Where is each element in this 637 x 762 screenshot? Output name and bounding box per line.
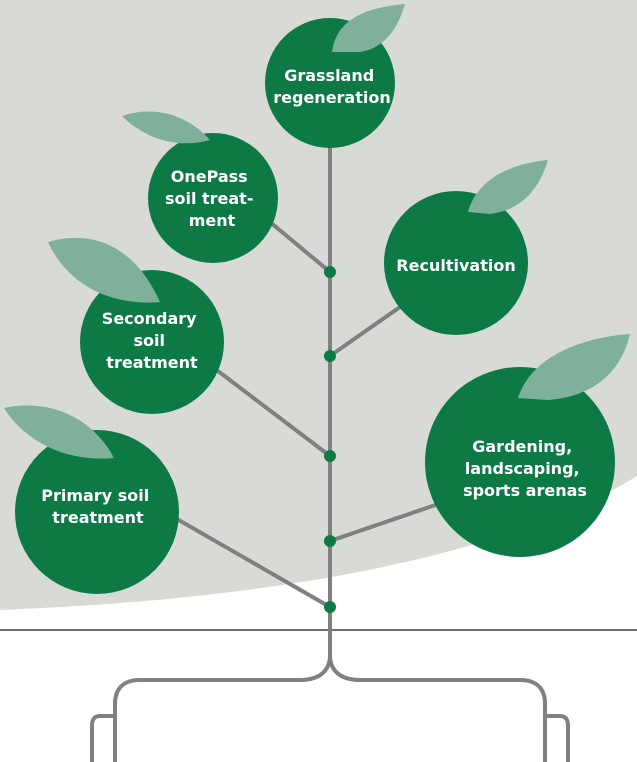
node-circle bbox=[80, 270, 224, 414]
node-label: Secondary soil treatment bbox=[102, 309, 202, 372]
node-label-line: sports arenas bbox=[463, 481, 587, 500]
node-label-line: Grassland bbox=[284, 66, 374, 85]
joints bbox=[324, 266, 336, 613]
root-left-tip bbox=[90, 714, 115, 762]
joint-dot bbox=[324, 535, 336, 547]
leaf-icon bbox=[468, 160, 548, 214]
node-label-line: ment bbox=[189, 211, 236, 230]
root-left bbox=[113, 654, 332, 762]
branch-recultivation bbox=[328, 298, 412, 358]
root-right-tip bbox=[545, 714, 570, 762]
branch-primary bbox=[169, 513, 331, 609]
node-circle bbox=[425, 367, 615, 557]
leaf-icon bbox=[122, 111, 210, 144]
joint-dot bbox=[324, 601, 336, 613]
trunk-and-branches bbox=[169, 120, 451, 660]
roots bbox=[90, 654, 570, 762]
node-label: Primary soil treatment bbox=[41, 486, 155, 527]
node-label: Grassland regeneration bbox=[273, 66, 391, 107]
node-recultivation: Recultivation bbox=[384, 160, 548, 335]
node-label: OnePass soil treat- ment bbox=[165, 167, 259, 230]
node-label-line: treatment bbox=[106, 353, 198, 372]
node-grassland-regeneration: Grassland regeneration bbox=[265, 4, 405, 148]
leaf-icon bbox=[4, 405, 114, 459]
branch-secondary bbox=[208, 363, 332, 458]
node-circle bbox=[148, 133, 278, 263]
leaf-icon bbox=[518, 334, 630, 400]
node-label-line: Secondary bbox=[102, 309, 197, 328]
node-label-line: regeneration bbox=[273, 88, 391, 107]
node-label-line: landscaping, bbox=[465, 459, 580, 478]
node-onepass-soil-treatment: OnePass soil treat- ment bbox=[122, 111, 278, 263]
node-label-line: Gardening, bbox=[472, 437, 572, 456]
node-label: Recultivation bbox=[396, 256, 515, 275]
node-label-line: Recultivation bbox=[396, 256, 515, 275]
leaf-icon bbox=[48, 237, 160, 303]
joint-dot bbox=[324, 350, 336, 362]
node-primary-soil-treatment: Primary soil treatment bbox=[4, 405, 179, 594]
node-secondary-soil-treatment: Secondary soil treatment bbox=[48, 237, 224, 414]
branch-gardening bbox=[329, 498, 451, 543]
branch-onepass bbox=[268, 220, 332, 274]
node-label-line: treatment bbox=[52, 508, 144, 527]
root-right bbox=[328, 654, 547, 762]
node-label-line: soil treat- bbox=[165, 189, 254, 208]
node-label: Gardening, landscaping, sports arenas bbox=[463, 437, 587, 500]
node-label-line: OnePass bbox=[171, 167, 248, 186]
node-circle bbox=[384, 191, 528, 335]
joint-dot bbox=[324, 450, 336, 462]
joint-dot bbox=[324, 266, 336, 278]
leaf-icon bbox=[332, 4, 405, 52]
node-label-line: soil bbox=[133, 331, 164, 350]
node-gardening-landscaping-sports-arenas: Gardening, landscaping, sports arenas bbox=[425, 334, 630, 557]
node-circle bbox=[15, 430, 179, 594]
node-label-line: Primary soil bbox=[41, 486, 149, 505]
